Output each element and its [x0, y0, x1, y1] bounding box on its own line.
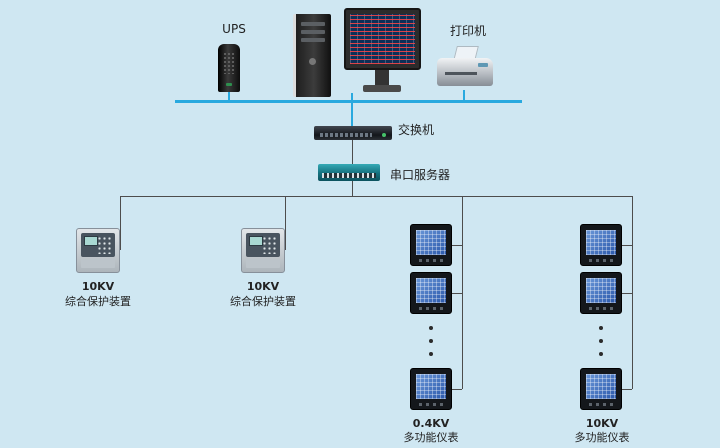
meter-stub-wire: [622, 245, 632, 246]
meter-stub-wire: [452, 389, 462, 390]
multifunction-meter: [410, 272, 452, 314]
serial-server-ports: [322, 173, 376, 178]
meter-stub-wire: [622, 389, 632, 390]
ups-label: UPS: [222, 22, 246, 36]
meter-buttons: [589, 403, 613, 406]
relay-keypad: [262, 236, 278, 254]
printer-device: [437, 46, 493, 90]
bus-to-switch-line: [351, 103, 353, 126]
relay-panel: [246, 233, 280, 257]
continuation-dots: [429, 326, 433, 365]
relay-screen: [84, 236, 98, 246]
meter-buttons: [419, 259, 443, 262]
serial-to-bus-wire: [352, 181, 353, 196]
meter-screen: [586, 374, 616, 399]
relay-a-name-label: 综合保护装置: [65, 295, 131, 308]
pc-tower: [293, 14, 331, 97]
network-switch: [314, 126, 392, 140]
switch-to-serial-wire: [352, 140, 353, 164]
meter-buttons: [589, 307, 613, 310]
meter-col-b-bus-wire: [632, 196, 633, 389]
meter-screen: [416, 278, 446, 303]
meter-buttons: [419, 403, 443, 406]
multifunction-meter: [580, 224, 622, 266]
computer-drop-line: [351, 93, 353, 101]
meter-stub-wire: [452, 245, 462, 246]
monitor-screen: [350, 14, 415, 64]
protection-relay-a: [76, 228, 120, 273]
switch-label: 交换机: [398, 123, 435, 137]
pc-power-button: [309, 58, 316, 65]
printer-drop-line: [463, 90, 465, 101]
relay-screen: [249, 236, 263, 246]
relay-a-drop-wire: [120, 196, 121, 250]
meter-screen: [586, 278, 616, 303]
switch-led: [382, 133, 386, 137]
relay-base: [246, 259, 280, 268]
relay-panel: [81, 233, 115, 257]
pc-drive-bay: [301, 38, 325, 42]
printer-control-panel: [478, 63, 488, 67]
meter-col-a-bus-wire: [462, 196, 463, 389]
distribution-bus-line: [120, 196, 633, 197]
printer-label: 打印机: [449, 24, 486, 38]
multifunction-meter: [580, 368, 622, 410]
pc-drive-bay: [301, 22, 325, 26]
ups-device: [218, 44, 240, 92]
printer-output-slot: [445, 72, 477, 75]
ethernet-bus-line: [175, 100, 522, 103]
meter-stub-wire: [622, 293, 632, 294]
multifunction-meter: [580, 272, 622, 314]
monitor: [344, 8, 421, 70]
relay-base: [81, 259, 115, 268]
switch-ports: [320, 133, 372, 137]
serial-server-label: 串口服务器: [390, 168, 451, 182]
meter-screen: [586, 230, 616, 255]
meter-buttons: [589, 259, 613, 262]
relay-b-drop-wire: [285, 196, 286, 250]
meter-buttons: [419, 307, 443, 310]
meters-b-kv-label: 10KV: [585, 417, 619, 430]
meter-screen: [416, 374, 446, 399]
meters-b-name-label: 多功能仪表: [574, 431, 630, 444]
monitor-base: [363, 85, 401, 92]
continuation-dots: [599, 326, 603, 365]
relay-a-kv-label: 10KV: [81, 280, 115, 293]
meter-stub-wire: [452, 293, 462, 294]
ups-led: [226, 83, 232, 86]
meter-screen: [416, 230, 446, 255]
pc-drive-bay: [301, 30, 325, 34]
relay-b-name-label: 综合保护装置: [230, 295, 296, 308]
monitor-stand: [375, 70, 389, 85]
ups-vent: [223, 52, 235, 74]
multifunction-meter: [410, 224, 452, 266]
multifunction-meter: [410, 368, 452, 410]
ups-drop-line: [228, 92, 230, 101]
relay-keypad: [97, 236, 113, 254]
meters-a-kv-label: 0.4KV: [412, 417, 450, 430]
serial-port-server: [318, 164, 380, 181]
meters-a-name-label: 多功能仪表: [403, 431, 459, 444]
protection-relay-b: [241, 228, 285, 273]
relay-b-kv-label: 10KV: [246, 280, 280, 293]
